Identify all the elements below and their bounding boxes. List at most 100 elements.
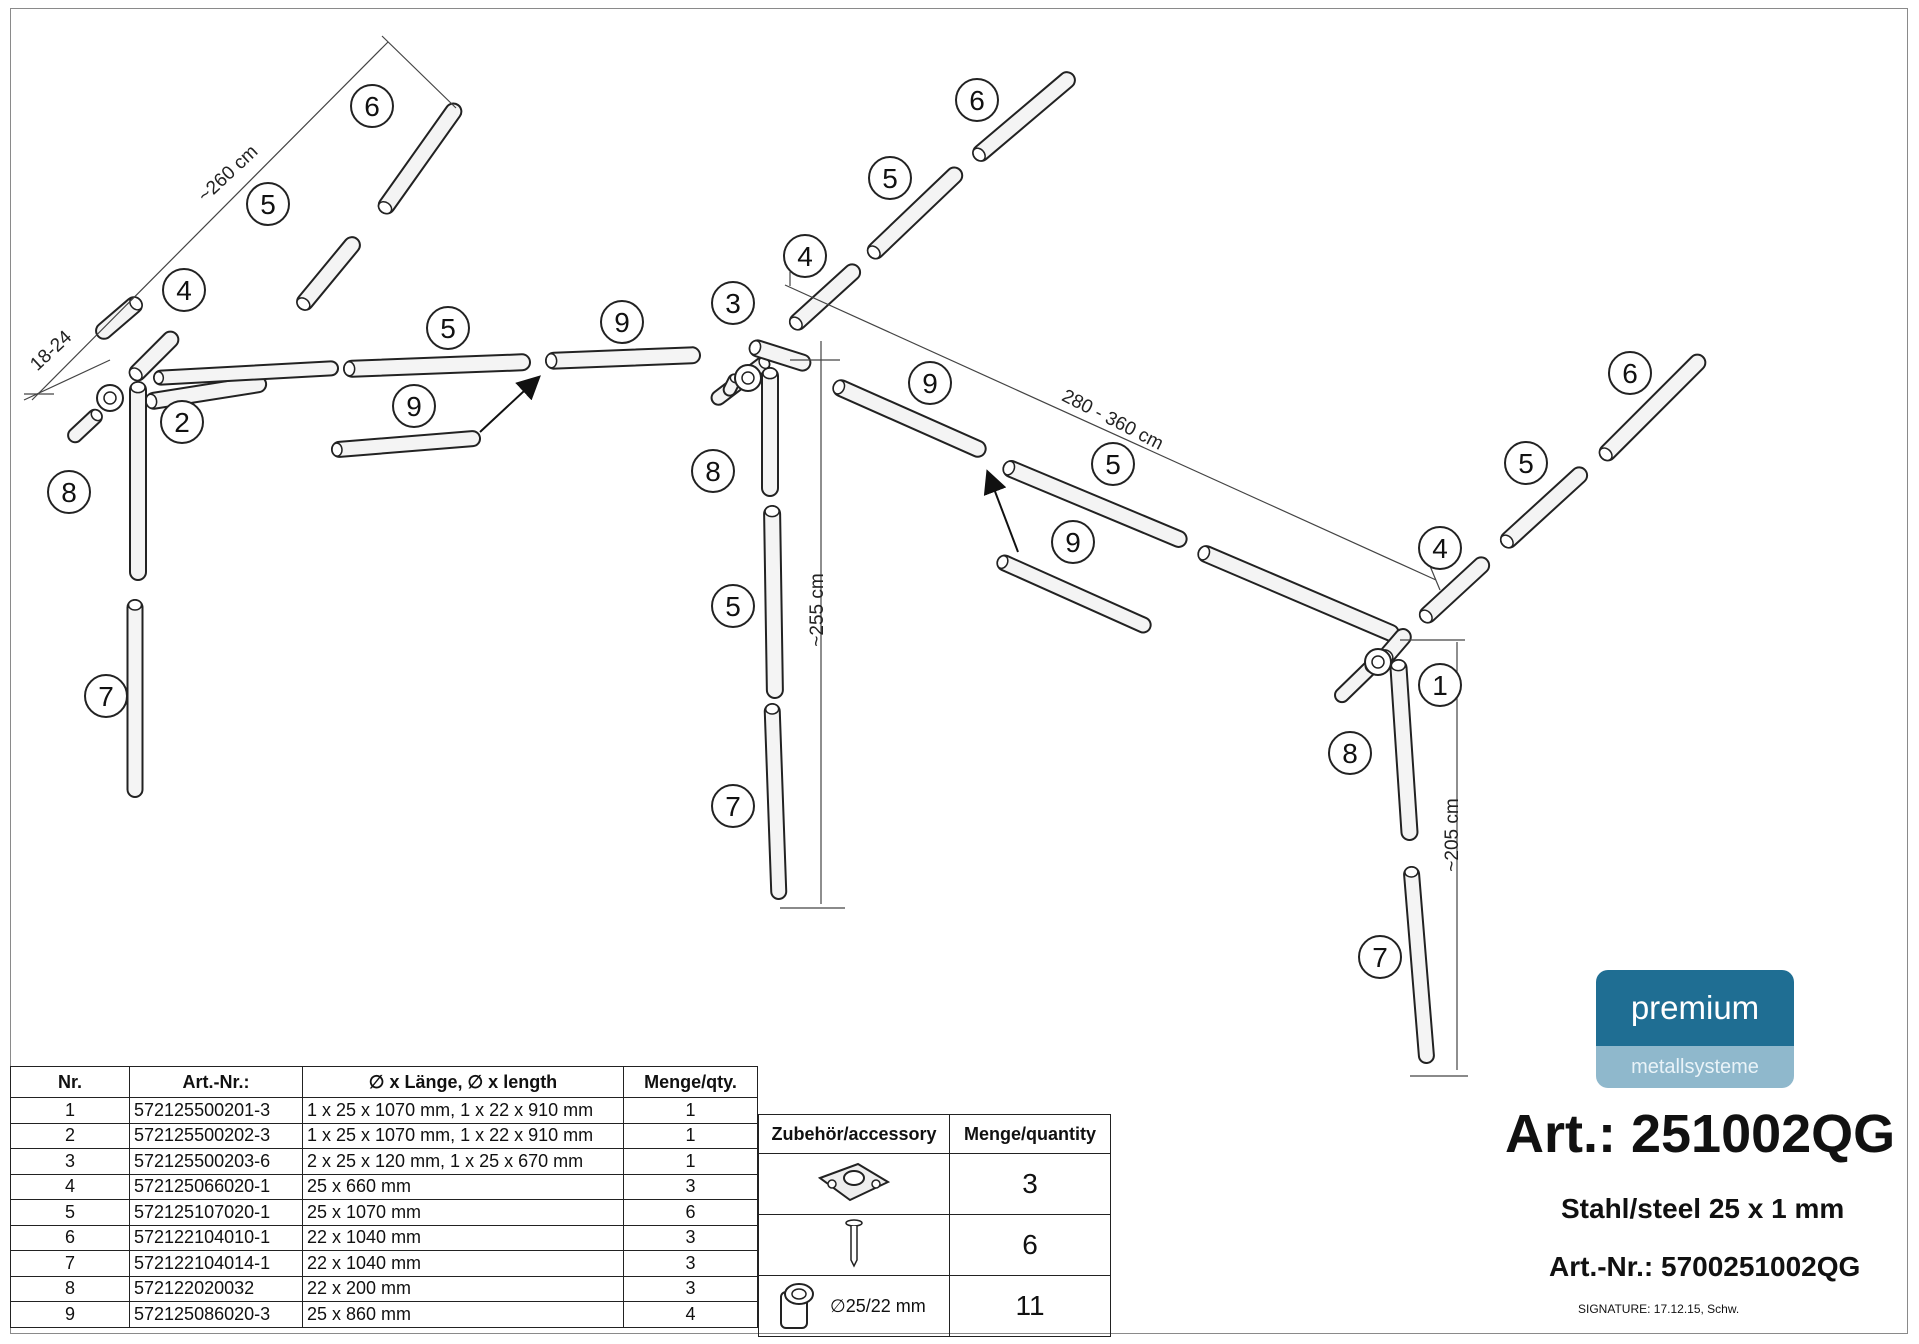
callout-2: 2 <box>160 400 204 444</box>
cell-nr: 1 <box>10 1097 130 1124</box>
brand-logo: premium metallsysteme <box>1596 970 1794 1088</box>
accessory-table: Zubehör/accessory Menge/quantity 3 <box>758 1114 1111 1337</box>
cell-nr: 9 <box>10 1301 130 1328</box>
cell-dim: 22 x 1040 mm <box>302 1224 624 1251</box>
pipe-segment <box>763 702 788 901</box>
svg-text:8: 8 <box>1342 738 1358 769</box>
callout-4: 4 <box>1418 526 1462 570</box>
svg-text:8: 8 <box>705 456 721 487</box>
callout-8: 8 <box>47 470 91 514</box>
accessory-table-header: Zubehör/accessory Menge/quantity <box>758 1114 1111 1154</box>
cell-art: 572125086020-3 <box>129 1301 303 1328</box>
parts-table: Nr. Art.-Nr.: ∅ x Länge, ∅ x length Meng… <box>10 1066 758 1328</box>
callout-7: 7 <box>84 674 128 718</box>
callout-5: 5 <box>711 584 755 628</box>
pipe-segment <box>377 102 463 215</box>
cell-qty: 1 <box>623 1122 758 1149</box>
dimension-line <box>784 284 1437 581</box>
callout-7: 7 <box>1358 935 1402 979</box>
cell-nr: 2 <box>10 1122 130 1149</box>
brand-subtitle: metallsysteme <box>1596 1046 1794 1088</box>
svg-text:8: 8 <box>61 477 77 508</box>
callout-6: 6 <box>1608 351 1652 395</box>
pipe-segment <box>763 504 784 700</box>
accessory-qty: 3 <box>949 1153 1111 1215</box>
svg-text:7: 7 <box>1372 942 1388 973</box>
cell-dim: 1 x 25 x 1070 mm, 1 x 22 x 910 mm <box>302 1122 624 1149</box>
pipe-segment <box>544 346 702 370</box>
svg-text:3: 3 <box>725 288 741 319</box>
callout-7: 7 <box>711 784 755 828</box>
accessory-row: 3 <box>758 1153 1111 1215</box>
svg-text:7: 7 <box>725 791 741 822</box>
cell-art: 572122104014-1 <box>129 1250 303 1277</box>
joint-connector <box>734 364 762 392</box>
callout-5: 5 <box>426 306 470 350</box>
dimension-line <box>31 41 389 401</box>
pipe-segment <box>296 236 361 311</box>
cell-qty: 3 <box>623 1275 758 1302</box>
pipe-segment <box>996 554 1152 634</box>
pipe-segment <box>1418 556 1491 624</box>
callout-4: 4 <box>162 268 206 312</box>
pipe-segment <box>342 353 532 378</box>
clamp-icon <box>817 1162 891 1201</box>
pipe-clip-label: ∅25/22 mm <box>830 1295 926 1316</box>
assembly-arrow <box>479 375 541 433</box>
cell-nr: 4 <box>10 1173 130 1200</box>
pipe-segment <box>972 71 1076 162</box>
cell-dim: 2 x 25 x 120 mm, 1 x 25 x 670 mm <box>302 1148 624 1175</box>
pipe-segment <box>152 360 340 386</box>
callout-6: 6 <box>955 78 999 122</box>
callout-1: 1 <box>1418 663 1462 707</box>
cell-qty: 3 <box>623 1224 758 1251</box>
callout-9: 9 <box>1051 520 1095 564</box>
col-art: Art.-Nr.: <box>129 1066 303 1098</box>
callout-9: 9 <box>600 300 644 344</box>
material-spec: Stahl/steel 25 x 1 mm <box>1561 1193 1845 1224</box>
svg-text:2: 2 <box>174 407 190 438</box>
callout-4: 4 <box>783 234 827 278</box>
pipe-clip-icon <box>780 1283 814 1329</box>
svg-text:5: 5 <box>260 189 276 220</box>
cell-art: 572125500202-3 <box>129 1122 303 1149</box>
svg-text:6: 6 <box>969 85 985 116</box>
pipe-segment <box>788 263 862 331</box>
pipe-segment <box>761 367 779 497</box>
svg-text:5: 5 <box>440 313 456 344</box>
accessory-cell: ∅25/22 mm <box>758 1275 950 1337</box>
cell-qty: 6 <box>623 1199 758 1226</box>
callout-5: 5 <box>1091 442 1135 486</box>
callout-8: 8 <box>691 449 735 493</box>
cell-nr: 3 <box>10 1148 130 1175</box>
svg-text:4: 4 <box>176 275 192 306</box>
cell-art: 572122020032 <box>129 1275 303 1302</box>
pipe-segment <box>129 381 147 581</box>
svg-text:4: 4 <box>797 241 813 272</box>
pipe-segment <box>1389 658 1419 842</box>
pipe-segment <box>1197 545 1400 642</box>
pipe-segment <box>832 379 987 458</box>
pipe-segment <box>1598 353 1707 462</box>
cell-art: 572125500201-3 <box>129 1097 303 1124</box>
cell-dim: 25 x 860 mm <box>302 1301 624 1328</box>
parts-table-header: Nr. Art.-Nr.: ∅ x Länge, ∅ x length Meng… <box>10 1066 758 1098</box>
cell-nr: 8 <box>10 1275 130 1302</box>
cell-dim: 22 x 200 mm <box>302 1275 624 1302</box>
svg-text:9: 9 <box>406 391 422 422</box>
pipe-segment <box>330 430 482 458</box>
callout-5: 5 <box>868 156 912 200</box>
callout-8: 8 <box>1328 731 1372 775</box>
svg-text:4: 4 <box>1432 533 1448 564</box>
cell-qty: 1 <box>623 1097 758 1124</box>
brand-name: premium <box>1596 970 1794 1046</box>
col-accessory-qty: Menge/quantity <box>949 1114 1111 1154</box>
col-dim: ∅ x Länge, ∅ x length <box>302 1066 624 1098</box>
cell-qty: 3 <box>623 1250 758 1277</box>
cell-dim: 22 x 1040 mm <box>302 1250 624 1277</box>
joint-connector <box>1364 648 1392 676</box>
